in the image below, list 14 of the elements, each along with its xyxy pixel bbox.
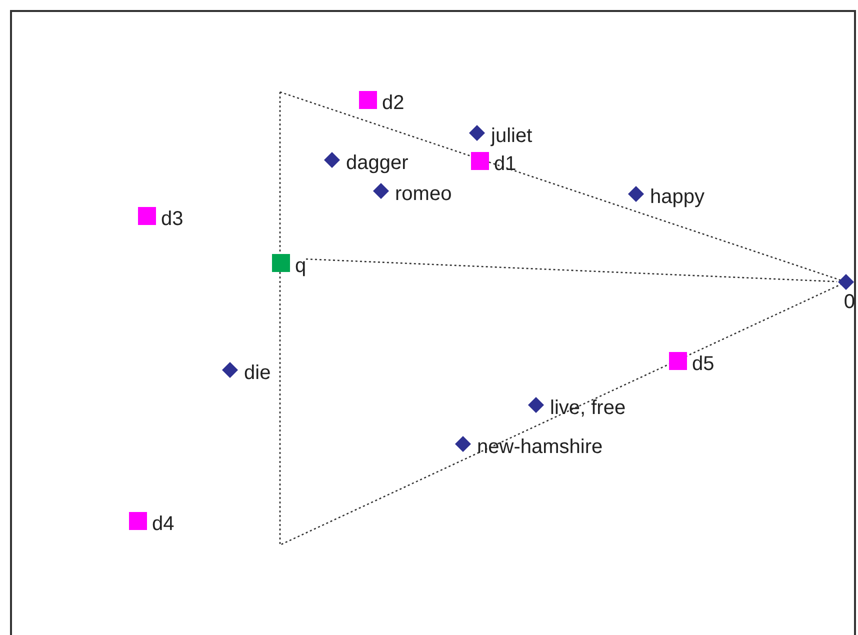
- point-label: d5: [692, 353, 714, 375]
- point-label: romeo: [395, 183, 452, 205]
- point-label: d1: [494, 153, 516, 175]
- dotted-line: [306, 258, 838, 282]
- point-label: q: [295, 255, 306, 277]
- point-label: d4: [152, 513, 174, 535]
- point-label: juliet: [491, 125, 532, 147]
- point-label: new-hamshire: [477, 436, 603, 458]
- point-label: live, free: [550, 397, 626, 419]
- point-label: die: [244, 362, 271, 384]
- point-label: d3: [161, 208, 184, 230]
- point-label: dagger: [346, 152, 408, 174]
- point-label: happy: [650, 186, 704, 208]
- point-label: d2: [382, 92, 404, 114]
